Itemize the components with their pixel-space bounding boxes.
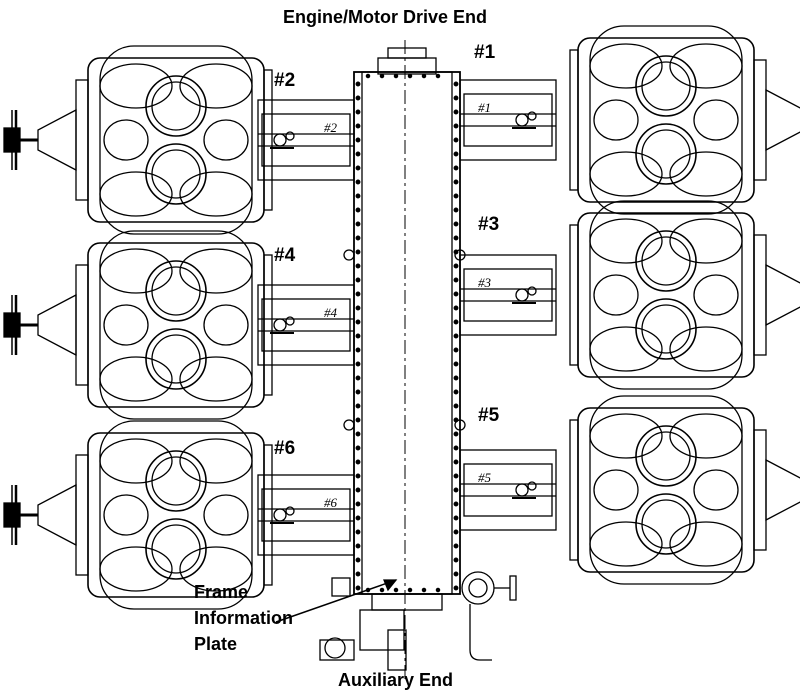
cylinder-1-tag: #1 [478,100,491,115]
cylinder-4-tag: #4 [324,305,338,320]
frame-plate-label-line2: Information [194,608,293,628]
drive-end-label: Engine/Motor Drive End [283,7,488,27]
cylinder-3-tag: #3 [478,275,492,290]
cylinder-6-tag: #6 [324,495,338,510]
cylinder-3-label: #3 [478,214,500,235]
cylinder-5-label: #5 [478,405,500,426]
crankcase-frame [343,40,466,680]
cylinder-5-tag: #5 [478,470,492,485]
frame-plate-label-line1: Frame [194,582,249,602]
cylinder-3-assembly: #3 [459,200,800,390]
cylinder-4-label: #4 [274,245,296,266]
cylinder-1-assembly: #1 [459,25,800,215]
auxiliary-end-label: Auxiliary End [338,670,454,690]
cylinder-5-assembly: #5 [459,395,800,585]
cylinder-2-assembly: #2 [3,45,355,235]
cylinder-4-assembly: #4 [3,230,355,420]
frame-plate-label-line3: Plate [194,634,238,654]
cylinder-1-label: #1 [474,42,496,63]
cylinder-6-label: #6 [274,438,296,459]
cylinder-2-tag: #2 [324,120,338,135]
frame-plate-pointer-arrow [275,579,398,623]
auxiliary-end-assembly [319,571,517,671]
cylinder-6-assembly: #6 [3,420,355,610]
cylinder-2-label: #2 [274,70,296,91]
